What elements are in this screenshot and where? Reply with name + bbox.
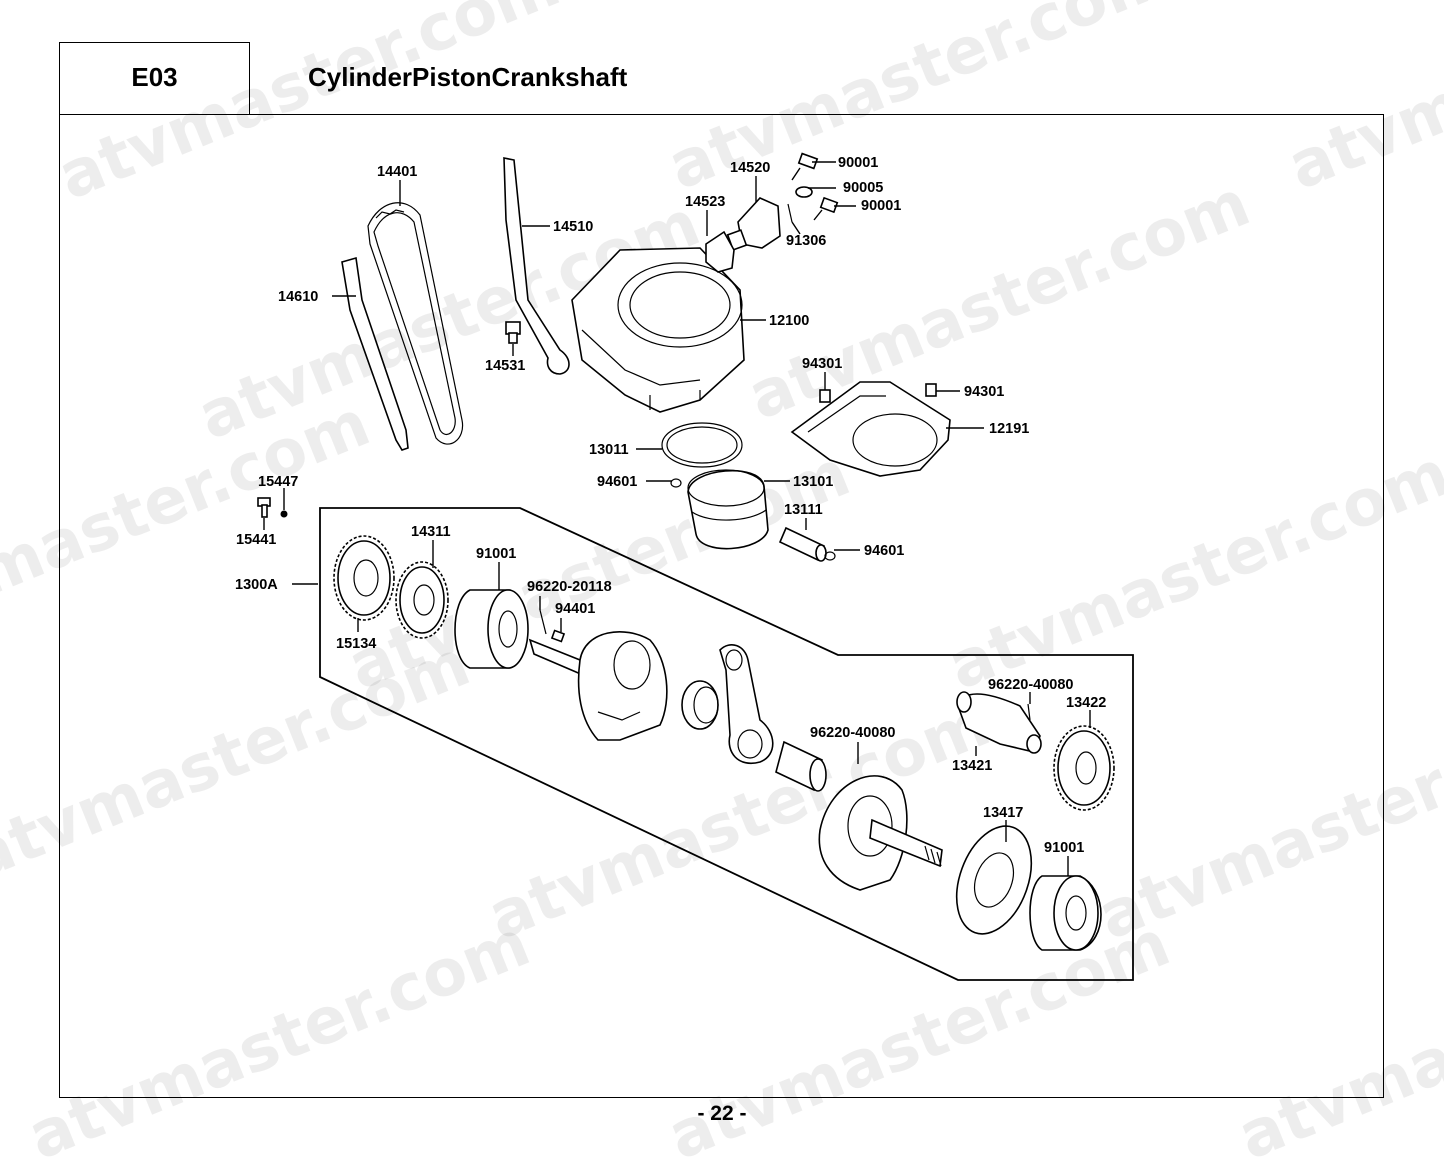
label-15441: 15441 xyxy=(236,532,276,548)
clip-94601-right xyxy=(824,551,836,561)
tensioner-14520 xyxy=(726,197,781,251)
diagram-frame xyxy=(59,114,1384,1098)
cylinder-12100 xyxy=(571,247,745,413)
seal-13417 xyxy=(955,825,1033,935)
label-94601-right: 94601 xyxy=(864,543,904,559)
page-number: - 22 - xyxy=(697,1102,747,1125)
label-94401: 94401 xyxy=(555,601,595,617)
bolt-90001-lower xyxy=(813,196,839,221)
bolt-14531 xyxy=(505,321,521,344)
leader-lines xyxy=(263,161,1091,876)
piston-13101 xyxy=(687,469,769,550)
label-90001-lower: 90001 xyxy=(861,198,901,214)
dowel-94301-left xyxy=(819,389,831,403)
pin-91306 xyxy=(787,203,793,223)
balancer-shaft-13421 xyxy=(956,691,1042,754)
part-labels: 14401 14510 14520 14523 90001 90005 9000… xyxy=(235,155,1106,856)
piston-ring-13011-inner xyxy=(666,426,738,464)
watermark-1: atvmaster.com xyxy=(48,0,570,215)
gear-15134 xyxy=(333,535,395,621)
clip-94601-left xyxy=(670,478,682,488)
label-15447: 15447 xyxy=(258,474,298,490)
label-96220-40080-lower: 96220-40080 xyxy=(810,725,895,741)
gear-13422 xyxy=(1053,725,1115,811)
key-96220-20118 xyxy=(539,609,547,635)
connecting-rod xyxy=(719,644,774,765)
bolt-90001-upper xyxy=(791,152,819,181)
section-code: E03 xyxy=(131,62,178,92)
watermark-8: atvmaster.com xyxy=(938,437,1444,705)
bearing-91001-right xyxy=(1029,875,1102,951)
label-14523: 14523 xyxy=(685,194,725,210)
gasket-14523 xyxy=(705,230,735,273)
label-94301-left: 94301 xyxy=(802,356,842,372)
label-13111: 13111 xyxy=(784,502,823,518)
watermark-6: atvmaster.com xyxy=(0,387,380,655)
label-1300A: 1300A xyxy=(235,577,278,593)
label-91001-right: 91001 xyxy=(1044,840,1084,856)
crank-pin xyxy=(775,740,827,792)
label-94301-right: 94301 xyxy=(964,384,1004,400)
gear-14311 xyxy=(395,561,449,639)
crankpin-bearing xyxy=(681,680,719,730)
label-13417: 13417 xyxy=(983,805,1023,821)
label-90001-upper: 90001 xyxy=(838,155,878,171)
label-96220-40080-upper: 96220-40080 xyxy=(988,677,1073,693)
page-title: CylinderPistonCrankshaft xyxy=(308,62,628,92)
chain-guide-14610 xyxy=(341,256,409,451)
dowel-94301-right xyxy=(925,383,937,397)
cam-chain xyxy=(367,202,464,445)
bolt-15441 xyxy=(257,497,271,518)
watermark-3: atvmaster.com xyxy=(1278,0,1444,205)
label-13422: 13422 xyxy=(1066,695,1106,711)
label-14531: 14531 xyxy=(485,358,525,374)
label-96220-20118: 96220-20118 xyxy=(527,579,612,595)
label-12100: 12100 xyxy=(769,313,809,329)
bearing-91001-left xyxy=(454,589,529,669)
washer-90005 xyxy=(795,186,813,198)
label-90005: 90005 xyxy=(843,180,883,196)
label-14610: 14610 xyxy=(278,289,318,305)
ball-15447 xyxy=(280,510,288,518)
label-13011: 13011 xyxy=(589,442,629,458)
label-91001-left: 91001 xyxy=(476,546,516,562)
key-94401 xyxy=(550,629,566,643)
base-gasket-12191 xyxy=(790,381,951,477)
header-divider xyxy=(249,42,250,115)
label-15134: 15134 xyxy=(336,636,376,652)
label-12191: 12191 xyxy=(989,421,1029,437)
crankshaft-left-half xyxy=(528,631,668,741)
label-14520: 14520 xyxy=(730,160,770,176)
crankshaft-assembly-outline xyxy=(319,507,1134,981)
piston-pin-13111 xyxy=(778,526,827,562)
crankshaft-right-half xyxy=(818,775,943,891)
label-91306: 91306 xyxy=(786,233,826,249)
label-94601-left: 94601 xyxy=(597,474,637,490)
label-14311: 14311 xyxy=(411,524,451,540)
label-13421: 13421 xyxy=(952,758,992,774)
label-14401: 14401 xyxy=(377,164,417,180)
label-14510: 14510 xyxy=(553,219,593,235)
watermark-9: atvmaster.com xyxy=(0,627,480,895)
piston-ring-13011 xyxy=(661,422,743,468)
key-96220-40080-balancer xyxy=(1027,703,1031,721)
tensioner-slipper-14510 xyxy=(503,157,570,375)
label-13101: 13101 xyxy=(793,474,833,490)
